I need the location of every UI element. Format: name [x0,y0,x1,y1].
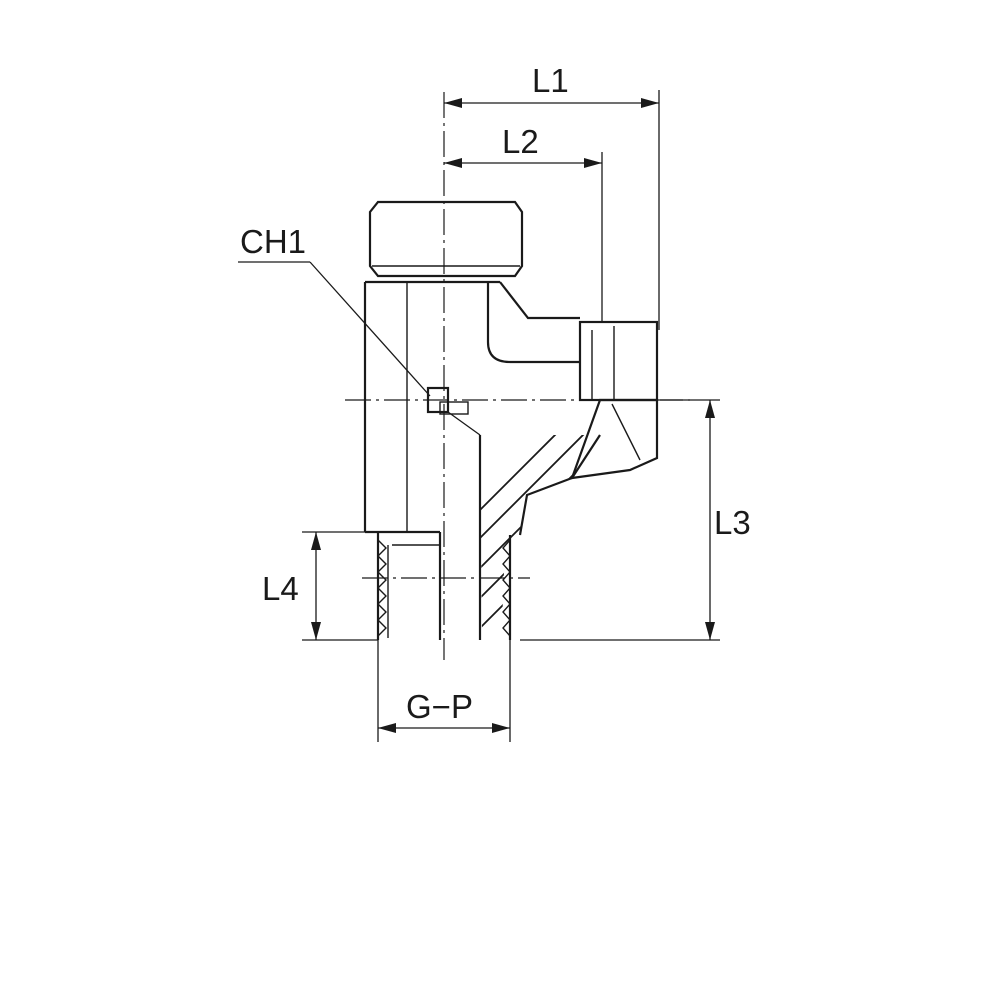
dimension-l2 [444,152,603,322]
label-ch1: CH1 [240,223,306,260]
ch1-marker [238,261,481,436]
section-hatching [480,435,600,640]
label-l4: L4 [262,570,299,607]
label-l1: L1 [532,62,569,99]
center-lines [345,92,690,660]
dimension-l1 [444,90,660,330]
label-l3: L3 [714,504,751,541]
dimension-l4 [302,531,378,641]
dimension-l3 [520,399,720,641]
top-nut [368,200,524,278]
label-gp: G−P [406,688,473,725]
label-l2: L2 [502,123,539,160]
fitting-body [363,200,659,640]
dimension-gp [377,640,511,742]
